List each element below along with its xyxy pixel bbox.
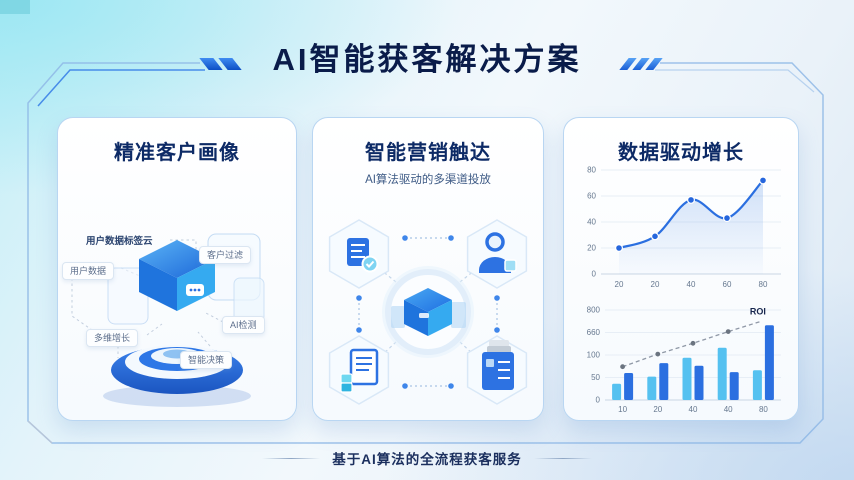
svg-text:80: 80 (587, 166, 596, 175)
label-user-data: 用户数据 (62, 262, 115, 280)
channel-diagram (328, 219, 528, 405)
svg-text:40: 40 (689, 405, 698, 414)
growth-line-chart: 0 20 40 60 80 20 20 40 60 80 (575, 160, 789, 292)
label-customer-filter: 客户过滤 (199, 246, 252, 264)
corner-watermark (0, 0, 30, 14)
svg-text:20: 20 (653, 405, 662, 414)
card-marketing-reach: 智能营销触达 AI算法驱动的多渠道投放 (312, 117, 544, 421)
ai-cube-center-icon (382, 266, 474, 358)
svg-text:800: 800 (587, 306, 601, 315)
svg-text:40: 40 (587, 218, 596, 227)
data-cube-icon (139, 240, 215, 311)
svg-text:50: 50 (591, 373, 600, 382)
label-tag-cloud: 用户数据标签云 (86, 236, 153, 247)
label-growth: 多维增长 (86, 329, 139, 347)
svg-text:0: 0 (596, 396, 601, 405)
tagline-text: 基于AI算法的全流程获客服务 (332, 452, 522, 467)
document-check-icon (347, 238, 379, 273)
svg-text:20: 20 (587, 244, 596, 253)
svg-text:100: 100 (587, 351, 601, 360)
label-ai-detect: AI检测 (222, 316, 265, 334)
svg-text:60: 60 (587, 192, 596, 201)
tagline-rule-right (533, 457, 592, 459)
svg-text:80: 80 (759, 405, 768, 414)
label-decision: 智能决策 (180, 351, 233, 369)
user-cube-icon (479, 232, 517, 273)
svg-text:ROI: ROI (750, 307, 766, 317)
svg-text:20: 20 (615, 280, 624, 289)
edge-connectors (356, 235, 500, 389)
svg-text:40: 40 (724, 405, 733, 414)
card-title: 数据驱动增长 (618, 142, 744, 164)
card-title: 智能营销触达 (365, 142, 491, 164)
title-slash-decoration-right (619, 58, 663, 70)
svg-text:20: 20 (651, 280, 660, 289)
svg-text:10: 10 (618, 405, 627, 414)
card-customer-portrait: 精准客户画像 (57, 117, 297, 421)
svg-text:40: 40 (687, 280, 696, 289)
page-title: AI智能获客解决方案 (272, 42, 582, 77)
svg-text:80: 80 (759, 280, 768, 289)
svg-text:660: 660 (587, 328, 601, 337)
svg-text:60: 60 (723, 280, 732, 289)
card-subtitle: AI算法驱动的多渠道投放 (365, 174, 491, 186)
footer-tagline: 基于AI算法的全流程获客服务 (0, 448, 854, 468)
card-title: 精准客户画像 (114, 142, 240, 164)
document-stack-icon (340, 348, 379, 393)
title-slash-decoration-left (199, 58, 242, 70)
svg-text:0: 0 (592, 270, 597, 279)
tagline-rule-left (262, 457, 321, 459)
server-rack-icon (482, 340, 514, 390)
card-data-growth: 数据驱动增长 0 20 40 60 80 20 20 40 60 80 0 50 100 660 800 1… (563, 117, 799, 421)
roi-bar-chart: 0 50 100 660 800 10 20 40 40 80 ROI (575, 294, 789, 416)
